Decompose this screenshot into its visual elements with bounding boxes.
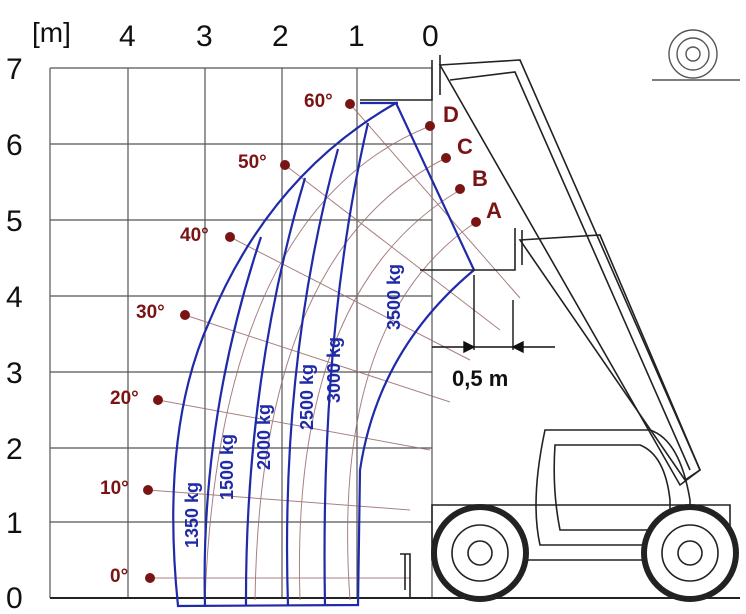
- y-tick-5: 5: [6, 205, 23, 238]
- y-tick-4: 4: [6, 281, 23, 314]
- boom-raised: [438, 59, 701, 487]
- angle-dot-30: [180, 310, 190, 320]
- angle-markers: 60° 50° 40° 30° 20° 10° 0°: [100, 91, 355, 587]
- tire-hub: [685, 46, 701, 62]
- wheel-front-outer: [431, 504, 529, 602]
- boom-angle-lines: [147, 103, 521, 601]
- boom-point-a-dot: [471, 217, 481, 227]
- cab-window: [553, 444, 671, 531]
- x-tick-4: 4: [119, 20, 136, 53]
- angle-dot-60: [345, 99, 355, 109]
- load-label-1350: 1350 kg: [182, 482, 202, 548]
- angle-line-60: [349, 103, 521, 299]
- angle-label-60: 60°: [304, 91, 333, 112]
- fork-bottom: [360, 553, 411, 599]
- zone-divider-2500: [285, 148, 340, 607]
- load-label-3000: 3000 kg: [324, 337, 344, 403]
- load-label-2500: 2500 kg: [297, 364, 317, 430]
- dimension-label: 0,5 m: [452, 366, 508, 391]
- axis-labels: [m] 4 3 2 1 0 7 6 5 4 3 2 1 0: [6, 17, 439, 614]
- load-label-2000: 2000 kg: [254, 404, 274, 470]
- angle-label-10: 10°: [100, 478, 129, 499]
- envelope-outline: [172, 101, 476, 608]
- boom-point-d-dot: [425, 121, 435, 131]
- angle-line-40: [229, 236, 471, 361]
- zone-divider-2000: [244, 177, 307, 607]
- y-tick-6: 6: [6, 129, 23, 162]
- grid: [49, 67, 740, 599]
- angle-dot-10: [143, 485, 153, 495]
- boom-points: D C B A: [425, 102, 502, 227]
- tire-outer: [668, 29, 718, 79]
- boom-point-b: B: [472, 166, 488, 191]
- y-tick-0: 0: [6, 582, 23, 614]
- angle-label-50: 50°: [238, 152, 267, 173]
- y-tick-2: 2: [6, 433, 23, 466]
- extension-arc-d: [204, 125, 431, 601]
- angle-dot-20: [153, 395, 163, 405]
- boom-point-b-dot: [455, 184, 465, 194]
- angle-line-10: [147, 489, 411, 511]
- angle-line-20: [157, 399, 431, 451]
- angle-line-50: [284, 164, 501, 331]
- angle-label-30: 30°: [136, 302, 165, 323]
- y-tick-7: 7: [6, 53, 23, 86]
- angle-dot-40: [225, 232, 235, 242]
- boom-point-c-dot: [441, 153, 451, 163]
- wheel-rear-hub: [677, 540, 703, 566]
- extension-arc-a: [347, 221, 477, 601]
- load-label-1500: 1500 kg: [217, 434, 237, 500]
- dim-arrow-left: [463, 340, 476, 354]
- boom-point-a: A: [486, 198, 502, 223]
- boom-point-d: D: [443, 102, 459, 127]
- boom-raised-inner: [449, 71, 691, 471]
- boom-point-c: C: [457, 134, 473, 159]
- unit-label: [m]: [32, 17, 71, 48]
- angle-label-40: 40°: [180, 225, 209, 246]
- wheel-front-mid: [451, 524, 509, 582]
- dimension-marker: 0,5 m: [432, 275, 555, 391]
- load-label-3500: 3500 kg: [384, 264, 404, 330]
- y-tick-3: 3: [6, 357, 23, 390]
- dim-arrow-right: [511, 340, 524, 354]
- telehandler-icon: [360, 55, 739, 602]
- x-tick-3: 3: [196, 20, 213, 53]
- angle-dot-0: [145, 573, 155, 583]
- angle-dot-50: [280, 160, 290, 170]
- extension-arc-c: [254, 157, 447, 601]
- angle-label-0: 0°: [110, 566, 128, 587]
- zone-divider-1500: [203, 236, 263, 607]
- extension-arc-b: [298, 189, 461, 601]
- wheel-front-hub: [467, 540, 493, 566]
- x-tick-2: 2: [272, 20, 289, 53]
- zone-divider-3000: [323, 122, 370, 607]
- wheel-rear-outer: [641, 504, 739, 602]
- fork-top: [360, 55, 441, 101]
- boom-mid: [518, 234, 701, 482]
- x-tick-0: 0: [422, 20, 439, 53]
- tire-icon: [652, 29, 740, 81]
- load-zone-labels: 1350 kg 1500 kg 2000 kg 2500 kg 3000 kg …: [182, 264, 404, 548]
- angle-line-30: [184, 314, 451, 403]
- fork-mid: [420, 228, 523, 271]
- x-tick-1: 1: [348, 20, 365, 53]
- angle-label-20: 20°: [110, 388, 139, 409]
- wheel-rear-mid: [661, 524, 719, 582]
- y-tick-1: 1: [6, 507, 23, 540]
- tire-mid: [676, 37, 710, 71]
- load-envelope: [172, 101, 476, 608]
